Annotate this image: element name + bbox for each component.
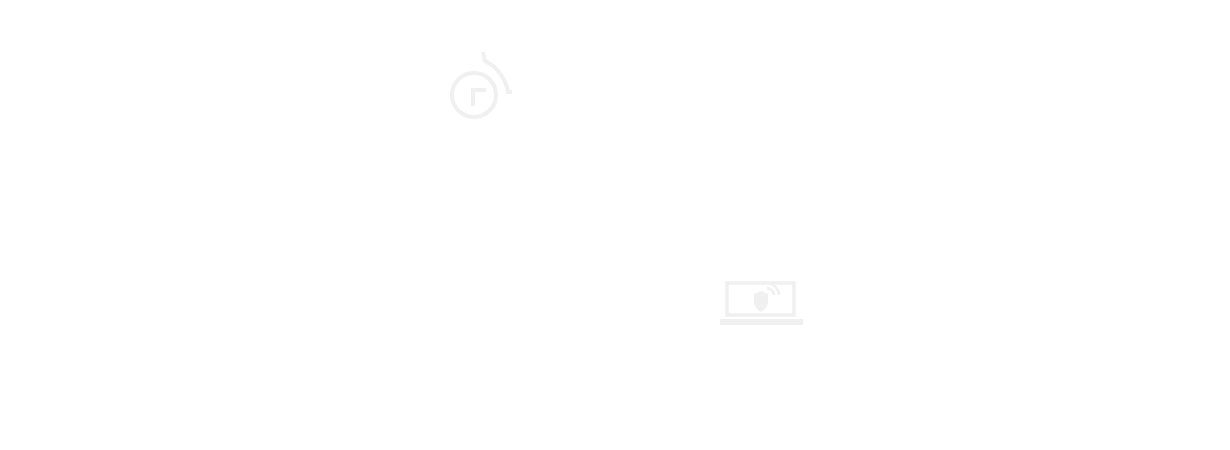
timer-refresh-icon xyxy=(450,51,512,119)
shield-icon xyxy=(754,291,768,312)
wifi-icon xyxy=(766,281,781,296)
laptop-secure-wifi-icon xyxy=(720,281,803,325)
